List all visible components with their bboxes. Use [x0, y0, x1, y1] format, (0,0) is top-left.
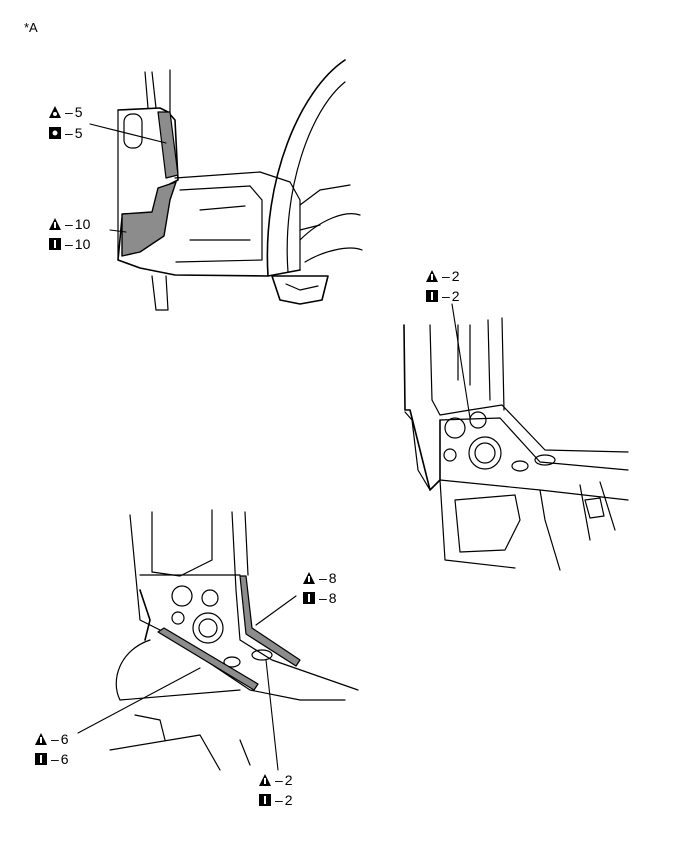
- callout-right-square-2: –2: [425, 288, 460, 304]
- callout-lower-warning-2: –2: [258, 772, 293, 788]
- callout-upper-square-10: –10: [48, 236, 90, 252]
- callout-upper-warning-10: –10: [48, 216, 90, 232]
- weld-warning-icon: [425, 269, 439, 283]
- callout-upper-square-5: –5: [48, 125, 83, 141]
- callout-lower-square-2: –2: [258, 792, 293, 808]
- callout-upper-warning-5: –5: [48, 104, 83, 120]
- callout-right-warning-2: –2: [425, 268, 460, 284]
- weld-warning-icon: [48, 105, 62, 119]
- callout-lower-warning-8: –8: [302, 570, 337, 586]
- weld-square-icon: [425, 289, 439, 303]
- callout-lower-square-8: –8: [302, 590, 337, 606]
- weld-square-icon: [48, 237, 62, 251]
- weld-warning-icon: [48, 217, 62, 231]
- right-view-drawing: [403, 303, 629, 571]
- callout-lower-warning-6: –6: [34, 731, 69, 747]
- weld-warning-icon: [302, 571, 316, 585]
- weld-warning-icon: [34, 732, 48, 746]
- weld-square-icon: [258, 793, 272, 807]
- upper-left-view-drawing: [117, 59, 363, 311]
- weld-square-icon: [34, 752, 48, 766]
- weld-square-icon: [302, 591, 316, 605]
- lower-view-drawing: [77, 123, 359, 771]
- callout-lower-square-6: –6: [34, 751, 69, 767]
- figure-label: *A: [24, 20, 38, 35]
- weld-square-icon: [48, 126, 62, 140]
- weld-warning-icon: [258, 773, 272, 787]
